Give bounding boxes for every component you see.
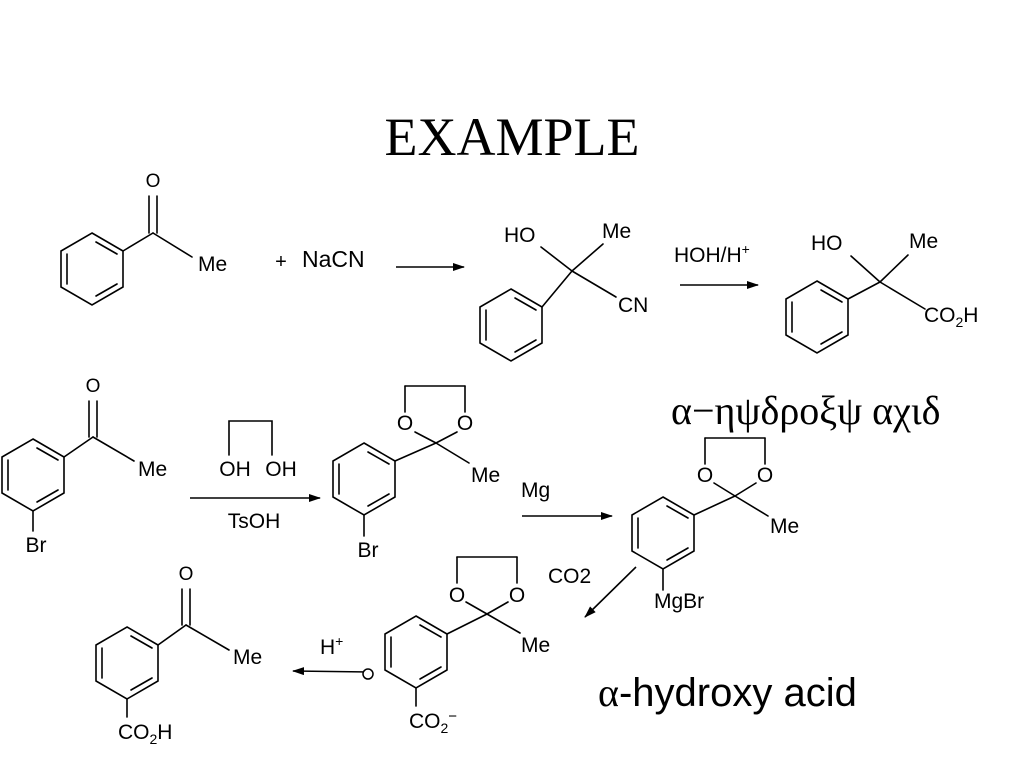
- hydroxy-acid-label: α-hydroxy acid: [598, 670, 857, 715]
- acid-workup: H+: [320, 633, 343, 659]
- acetal-oxygen-right: O: [457, 412, 473, 435]
- carboxylate-oxygen-right: O: [509, 584, 525, 607]
- hydrolysis-conditions: HOH/H+: [674, 241, 750, 267]
- carboxylate-oxygen-left: O: [449, 584, 465, 607]
- arrow-6-tail-circle: [362, 668, 374, 680]
- cyanohydrin-nitrile: CN: [618, 294, 648, 317]
- reagent-nacn: NaCN: [302, 246, 365, 272]
- acetal-bromo: Br: [358, 539, 379, 562]
- ethylene-glycol: OH OH: [219, 420, 297, 481]
- plus-sign: +: [275, 251, 287, 273]
- final-hydroxy-acid: O Me CO2H: [95, 564, 262, 747]
- grignard-mgbr: MgBr: [654, 590, 704, 613]
- arrow-6: [292, 667, 371, 676]
- carboxylate-methyl: Me: [521, 634, 550, 657]
- final-methyl: Me: [233, 646, 262, 669]
- hydroxy-acid-product: HO Me CO2H: [785, 230, 978, 354]
- final-carboxyl: CO2H: [118, 721, 172, 747]
- grignard-acetal: O O Me MgBr: [631, 437, 799, 613]
- carboxylate-group: CO2−: [409, 708, 457, 736]
- bromoacetophenone: O Me Br: [1, 376, 167, 557]
- greek-label: α−ηψδροξψ αχιδ: [671, 388, 940, 433]
- acetal-oxygen-left: O: [397, 412, 413, 435]
- bromo-acetal: O O Me Br: [332, 385, 500, 562]
- acetal-methyl: Me: [471, 464, 500, 487]
- acetophenone-oxygen: O: [146, 171, 161, 192]
- carboxylate-acetal: O O Me CO2−: [384, 556, 550, 736]
- grignard-methyl: Me: [770, 515, 799, 538]
- catalyst-tsoh: TsOH: [228, 510, 281, 533]
- product-carboxyl: CO2H: [924, 304, 978, 330]
- reagent-mg: Mg: [521, 479, 550, 502]
- diol-oh-right: OH: [265, 458, 297, 481]
- arrow-5: [584, 566, 637, 618]
- acetophenone-methyl: Me: [198, 253, 227, 276]
- diol-oh-left: OH: [219, 458, 251, 481]
- grignard-oxygen-right: O: [757, 464, 773, 487]
- bromoacetophenone-oxygen: O: [86, 376, 101, 397]
- bromoacetophenone-methyl: Me: [138, 458, 167, 481]
- final-oxygen: O: [179, 564, 194, 585]
- acetophenone: O Me: [60, 171, 227, 306]
- cyanohydrin-hydroxyl: HO: [504, 224, 536, 247]
- product-methyl: Me: [909, 230, 938, 253]
- bromoacetophenone-bromo: Br: [26, 534, 47, 557]
- cyanohydrin: HO Me CN: [479, 220, 648, 362]
- slide-title: EXAMPLE: [385, 107, 640, 167]
- grignard-oxygen-left: O: [697, 464, 713, 487]
- cyanohydrin-methyl: Me: [602, 220, 631, 243]
- reagent-co2: CO2: [548, 565, 591, 588]
- product-hydroxyl: HO: [811, 232, 843, 255]
